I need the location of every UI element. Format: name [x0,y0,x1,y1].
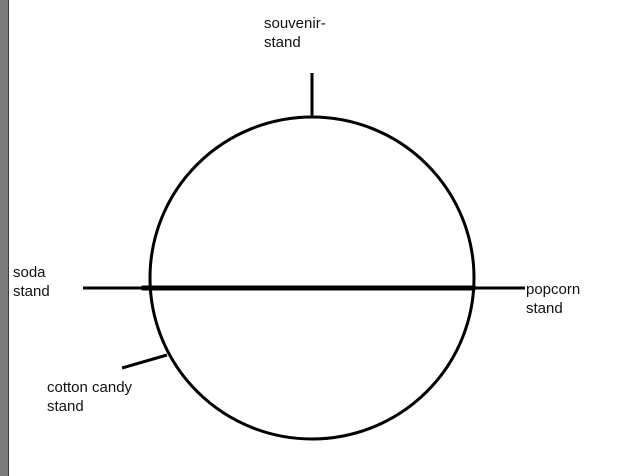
popcorn-stand-label: popcorn stand [526,281,581,317]
soda-stand-label: soda stand [13,264,50,300]
souvenir-stand-label: souvenir- stand [264,15,326,51]
cotton-candy-stand-label: cotton candy stand [47,379,133,415]
park-circle [148,115,476,441]
window-left-border [0,0,9,476]
cotton-candy-stand-pointer [121,353,168,370]
